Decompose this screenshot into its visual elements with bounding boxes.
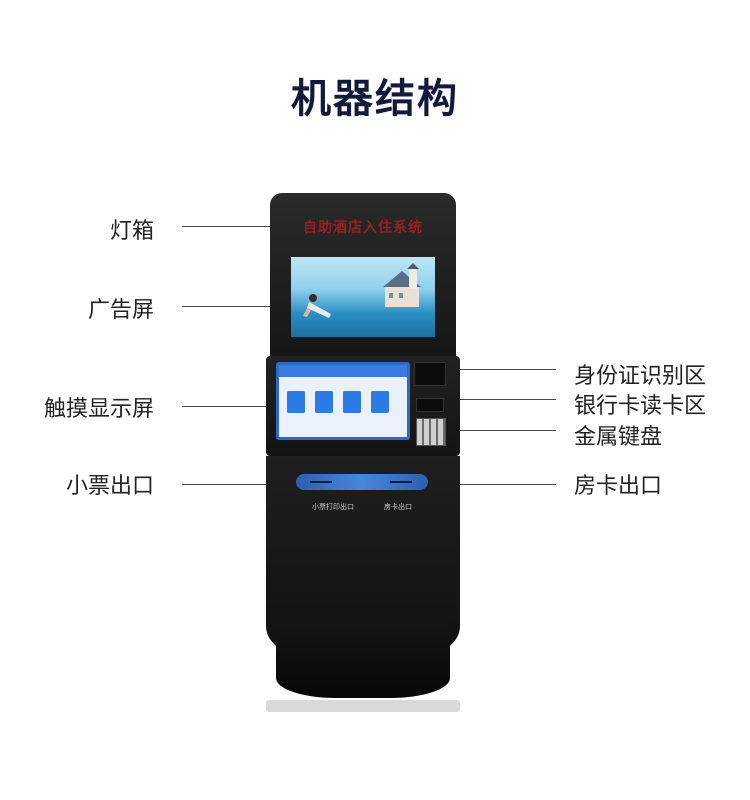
kiosk-base [276,618,450,698]
kiosk-right-panel [414,360,452,450]
leader-line-lightbox [182,226,270,227]
leader-line-keypad [444,430,556,431]
bank-card-slot [416,398,444,412]
app-tile-icon [371,391,389,413]
app-tile-icon [287,391,305,413]
ticket-slot-caption: 小票打印出口 [312,503,354,511]
app-tile-icon [343,391,361,413]
label-ticket-exit: 小票出口 [65,474,154,499]
label-touch-screen: 触摸显示屏 [43,397,154,422]
ticket-slot [310,481,332,483]
id-reader-window [414,362,446,386]
leader-line-touch-screen [182,406,292,407]
lightbox-text: 自助酒店入住系统 [303,220,423,236]
metal-keypad [416,418,446,446]
label-ad-screen: 广告屏 [87,298,154,323]
label-keypad: 金属键盘 [574,425,663,450]
label-bank-card: 银行卡读卡区 [574,394,707,419]
kiosk-top-panel: 自助酒店入住系统 [270,193,456,358]
leader-line-ad-screen [182,306,302,307]
leader-line-ticket-exit [182,484,312,485]
kiosk-base-plate [266,700,460,712]
person-icon [303,294,331,318]
label-lightbox: 灯箱 [109,219,154,244]
card-slot [390,481,412,483]
card-slot-caption: 房卡出口 [384,503,412,511]
page-title: 机器结构 [291,76,459,122]
leader-line-bank-card [444,399,556,400]
touch-screen [276,362,410,440]
label-id-reader: 身份证识别区 [574,364,707,389]
leader-line-id-reader [444,369,556,370]
ad-screen [291,257,435,337]
label-card-exit: 房卡出口 [574,474,663,499]
castle-icon [383,263,421,307]
app-tile-icon [315,391,333,413]
leader-line-card-exit [414,484,556,485]
kiosk-mid-body [266,356,460,456]
dispense-slot-bar [296,474,428,490]
